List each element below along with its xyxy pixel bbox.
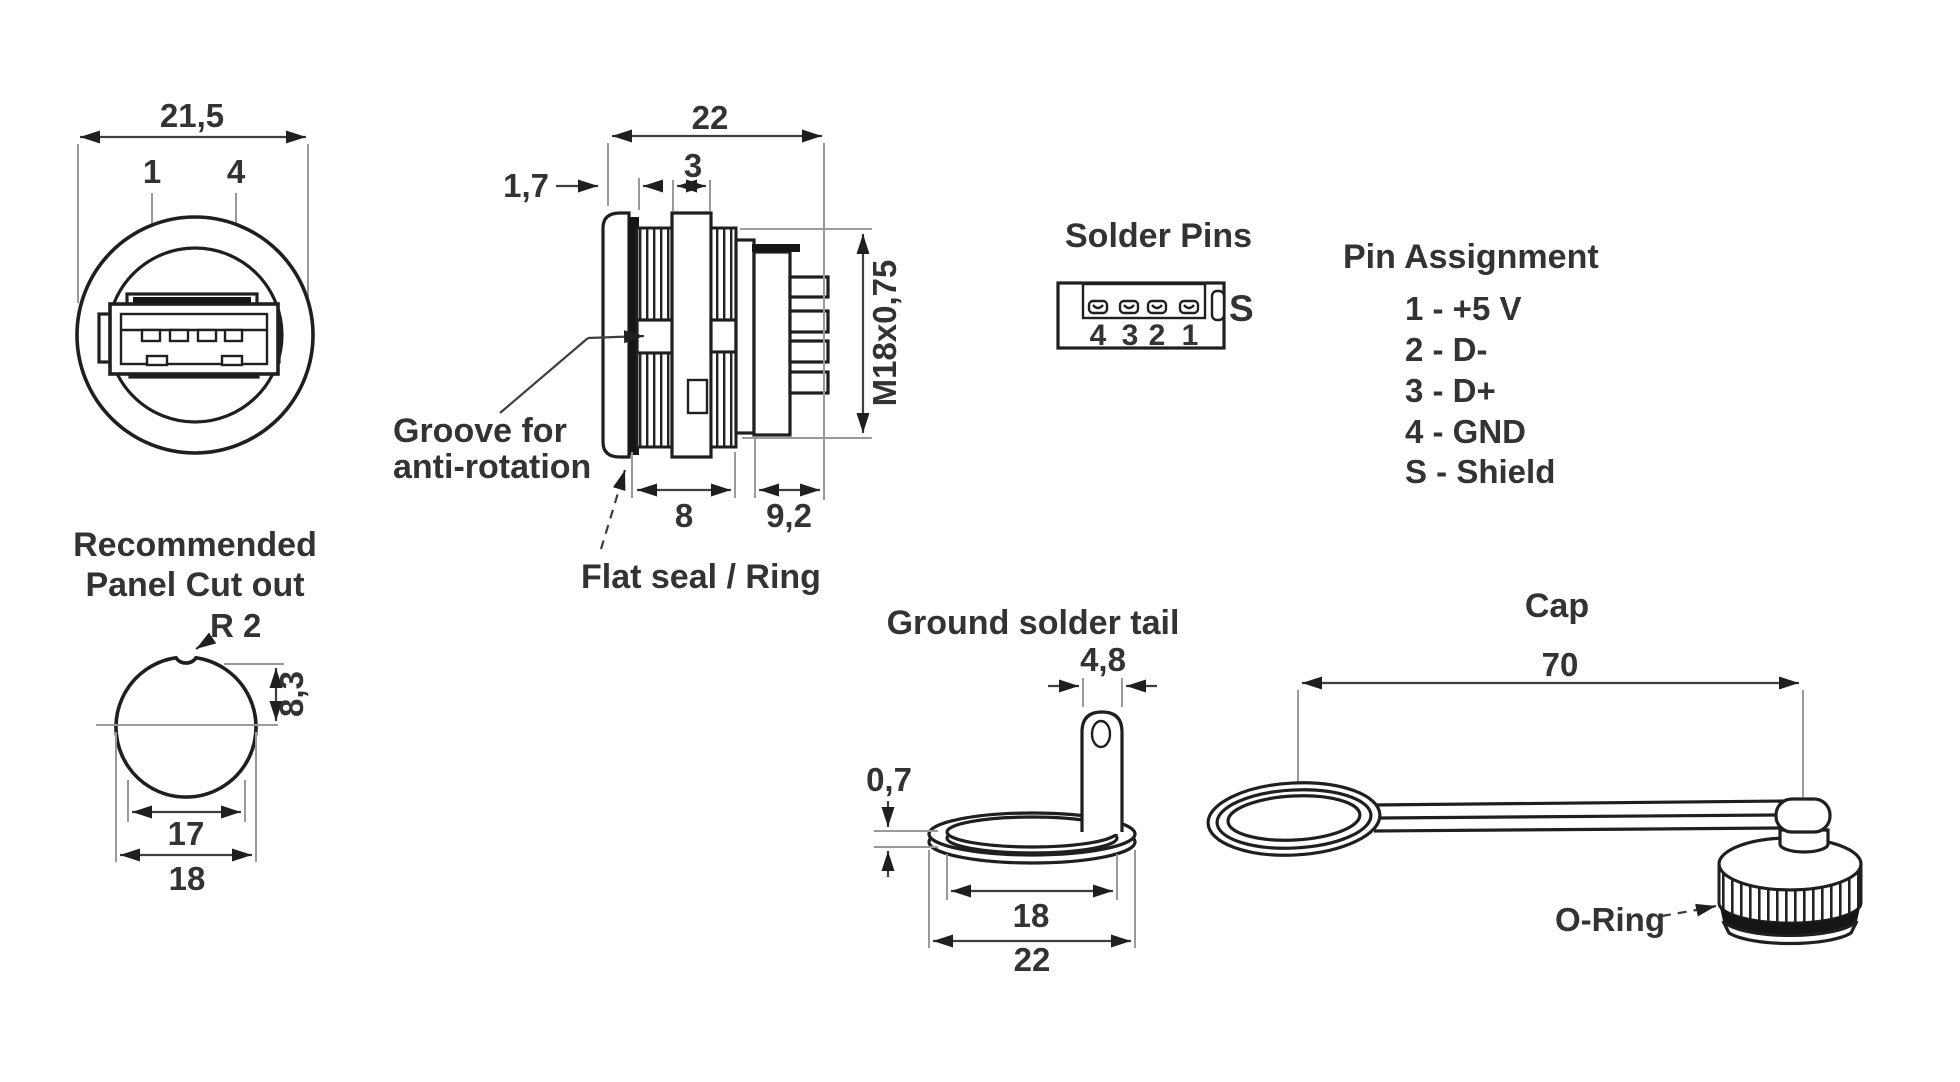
ground-tail-title: Ground solder tail bbox=[887, 604, 1180, 642]
thread-front-lower bbox=[635, 351, 675, 449]
radius-leader bbox=[195, 632, 217, 650]
cap-body bbox=[1717, 797, 1863, 946]
cutout-title-line2: Panel Cut out bbox=[85, 566, 304, 604]
pin-assignment-item-3: 3 - D+ bbox=[1405, 372, 1496, 409]
tail-tab-fill bbox=[1082, 712, 1122, 834]
groove-rear bbox=[709, 318, 738, 354]
pin-number-4: 4 bbox=[1090, 319, 1107, 352]
dim-8-3-label: 8,3 bbox=[273, 671, 310, 717]
panel-cutout-view: Recommended Panel Cut out R 2 8,3 17 18 bbox=[73, 526, 317, 897]
dim-18-label: 18 bbox=[169, 860, 206, 897]
nut-key bbox=[686, 378, 709, 415]
solder-pins-view: Solder Pins 4 3 2 1 S bbox=[1056, 217, 1254, 352]
pin-number-1: 1 bbox=[1182, 319, 1199, 352]
oring-leader-dash bbox=[1661, 907, 1703, 918]
thread-rear-lower bbox=[709, 350, 738, 449]
dim-3-label: 3 bbox=[684, 147, 702, 184]
dim-18i-label: 18 bbox=[1013, 897, 1050, 934]
pin-1-label: 1 bbox=[143, 153, 161, 190]
radius-label: R 2 bbox=[210, 607, 261, 644]
dim-4-8-label: 4,8 bbox=[1080, 641, 1126, 678]
groove-label-line1: Groove for bbox=[393, 412, 567, 450]
strap-anchor bbox=[1774, 797, 1832, 834]
usb-receptacle-front bbox=[97, 292, 281, 379]
cutout-circle bbox=[114, 655, 258, 799]
dim-21-5-label: 21,5 bbox=[160, 97, 224, 134]
solder-pins-title: Solder Pins bbox=[1065, 217, 1252, 255]
cap-neck bbox=[1778, 828, 1830, 854]
solder-pin-row4 bbox=[788, 370, 830, 395]
dim-0-7-label: 0,7 bbox=[866, 761, 912, 798]
o-ring-band bbox=[1719, 903, 1861, 936]
dim-17-label: 17 bbox=[168, 815, 205, 852]
tail-hole bbox=[1090, 719, 1112, 749]
shield-tab bbox=[1210, 289, 1226, 322]
dim-1-7-label: 1,7 bbox=[503, 167, 549, 204]
seal-leader bbox=[599, 469, 627, 550]
oring-leader-arrow bbox=[1695, 903, 1717, 917]
pin-assignment-item-s: S - Shield bbox=[1405, 453, 1555, 490]
front-flange bbox=[601, 211, 631, 459]
thread-front-upper bbox=[635, 226, 675, 322]
pin-contacts bbox=[1087, 299, 1200, 315]
front-view: 21,5 1 4 bbox=[75, 97, 315, 455]
pin-number-2: 2 bbox=[1149, 319, 1166, 352]
solder-pin-row3 bbox=[788, 339, 830, 364]
pin-4-label: 4 bbox=[227, 153, 246, 190]
shield-letter: S bbox=[1229, 288, 1254, 329]
body-top-edge bbox=[752, 244, 800, 252]
cap-bottom-lip bbox=[1721, 919, 1859, 946]
dim-22-label: 22 bbox=[692, 99, 729, 136]
thread-rear-upper bbox=[709, 226, 738, 322]
side-view: 22 3 1,7 M18x0,75 8 9,2 Groove for anti-… bbox=[393, 99, 903, 596]
solder-pin-row2 bbox=[788, 309, 830, 334]
groove-label-line2: anti-rotation bbox=[393, 448, 591, 486]
cap-view: Cap 70 O-Ring bbox=[1206, 587, 1863, 946]
cutout-title-line1: Recommended bbox=[73, 526, 317, 564]
pin-assignment-item-4: 4 - GND bbox=[1405, 413, 1526, 450]
body-step bbox=[734, 238, 756, 435]
pin-assignment-item-2: 2 - D- bbox=[1405, 331, 1488, 368]
groove-leader-2 bbox=[587, 330, 645, 344]
pin-assignment-title: Pin Assignment bbox=[1343, 238, 1599, 276]
connector-body-side bbox=[601, 211, 830, 459]
solder-pin-row1 bbox=[788, 275, 830, 299]
pin-number-3: 3 bbox=[1122, 319, 1139, 352]
tail-tab bbox=[1080, 710, 1124, 832]
rear-body bbox=[752, 250, 792, 437]
cap-loop bbox=[1206, 781, 1382, 857]
hex-nut bbox=[670, 211, 713, 459]
seal-label: Flat seal / Ring bbox=[581, 558, 821, 596]
thread-spec-label: M18x0,75 bbox=[866, 260, 903, 407]
cap-title: Cap bbox=[1525, 587, 1589, 625]
dim-8-label: 8 bbox=[675, 497, 693, 534]
dim-70-label: 70 bbox=[1542, 646, 1579, 683]
pin-assignment: Pin Assignment 1 - +5 V 2 - D- 3 - D+ 4 … bbox=[1343, 238, 1599, 490]
dim-9-2-label: 9,2 bbox=[766, 497, 812, 534]
ground-solder-tail-view: Ground solder tail 4,8 0,7 18 22 bbox=[866, 604, 1179, 978]
dim-22o-label: 22 bbox=[1014, 941, 1051, 978]
pin-assignment-item-1: 1 - +5 V bbox=[1405, 290, 1521, 327]
oring-label: O-Ring bbox=[1555, 901, 1665, 938]
cap-strap bbox=[1373, 799, 1787, 833]
groove-leader-1 bbox=[499, 337, 589, 414]
